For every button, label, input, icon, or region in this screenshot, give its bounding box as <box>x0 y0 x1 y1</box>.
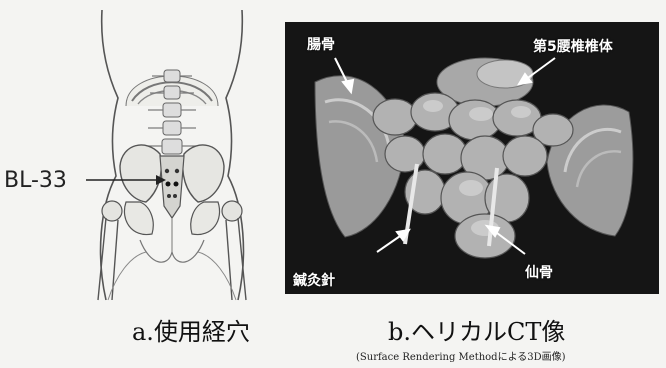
label-acupuncture-needle: 鍼灸針 <box>293 270 335 290</box>
label-ilium: 腸骨 <box>307 34 335 54</box>
label-l5-vertebral-body: 第5腰椎椎体 <box>533 36 613 56</box>
label-sacrum: 仙骨 <box>525 262 553 282</box>
caption-a: a.使用経穴 <box>132 312 250 347</box>
ct-render <box>285 22 659 294</box>
caption-b-subtitle: (Surface Rendering Methodによる3D画像) <box>356 348 566 363</box>
caption-b: b.ヘリカルCT像 <box>388 312 565 347</box>
ct-image: 腸骨 第5腰椎椎体 鍼灸針 仙骨 <box>285 22 659 294</box>
